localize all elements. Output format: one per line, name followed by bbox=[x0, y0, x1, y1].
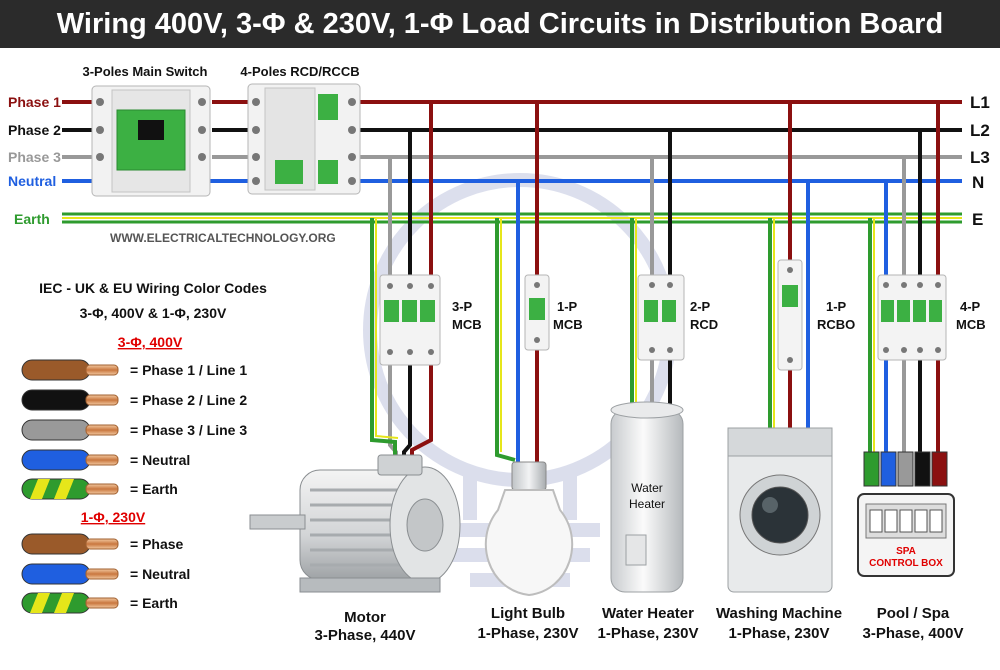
legend-cable-icon bbox=[21, 419, 119, 441]
legend-cable-icon bbox=[21, 533, 119, 555]
legend-cable-icon bbox=[21, 563, 119, 585]
legend-3ph-item: = Neutral bbox=[130, 452, 190, 468]
tag-l2: L2 bbox=[970, 121, 990, 140]
mcb-1p-label-1: 1-P bbox=[557, 299, 578, 314]
spa-control-box-icon bbox=[857, 493, 955, 577]
rcd-label: 4-Poles RCD/RCCB bbox=[240, 64, 359, 79]
motor-caption: Motor bbox=[344, 609, 386, 626]
mcb-3p-label-2: MCB bbox=[452, 317, 482, 332]
motor-subcaption: 3-Phase, 440V bbox=[315, 627, 416, 644]
rcbo-1p bbox=[777, 259, 803, 371]
washer-circuit-wires bbox=[768, 102, 810, 430]
spa-circuit-wires bbox=[868, 102, 940, 455]
spa-wire-sleeves bbox=[863, 451, 948, 487]
rcbo-1p-label-2: RCBO bbox=[817, 317, 855, 332]
legend-3ph-item: = Phase 2 / Line 2 bbox=[130, 392, 247, 408]
mcb-4p-label-1: 4-P bbox=[960, 299, 981, 314]
spa-box-tag-1: SPA bbox=[896, 546, 916, 557]
heater-caption: Water Heater bbox=[602, 605, 694, 622]
heater-circuit-wires bbox=[630, 130, 672, 410]
mcb-3p bbox=[379, 274, 441, 366]
legend-1ph-heading: 1-Φ, 230V bbox=[81, 509, 146, 525]
light-bulb-icon bbox=[484, 461, 574, 597]
bulb-subcaption: 1-Phase, 230V bbox=[478, 625, 579, 642]
bus-earth bbox=[62, 212, 962, 224]
mcb-4p bbox=[877, 274, 947, 361]
bulb-caption: Light Bulb bbox=[491, 605, 565, 622]
legend-cable-icon bbox=[21, 389, 119, 411]
tag-n: N bbox=[972, 173, 984, 192]
mcb-4p-label-2: MCB bbox=[956, 317, 986, 332]
heater-tag-2: Heater bbox=[629, 497, 665, 511]
legend-cable-icon bbox=[21, 449, 119, 471]
heater-tag-1: Water bbox=[631, 481, 663, 495]
main-rcd bbox=[247, 83, 361, 195]
legend-3ph-item: = Earth bbox=[130, 481, 178, 497]
phase1-label: Phase 1 bbox=[8, 94, 61, 110]
rcbo-1p-label-1: 1-P bbox=[826, 299, 847, 314]
rcd-2p-label-1: 2-P bbox=[690, 299, 711, 314]
motor-circuit-wires bbox=[370, 102, 433, 465]
legend-3ph-item: = Phase 1 / Line 1 bbox=[130, 362, 247, 378]
legend-3ph-heading: 3-Φ, 400V bbox=[118, 334, 183, 350]
bus-bars bbox=[360, 100, 962, 183]
phase3-label: Phase 3 bbox=[8, 149, 61, 165]
legend-cables bbox=[21, 359, 119, 614]
washer-subcaption: 1-Phase, 230V bbox=[729, 625, 830, 642]
spa-box-tag-2: CONTROL BOX bbox=[869, 558, 943, 569]
bulb-circuit-wires bbox=[495, 102, 539, 470]
earth-label: Earth bbox=[14, 211, 50, 227]
spa-subcaption: 3-Phase, 400V bbox=[863, 625, 964, 642]
washing-machine-icon bbox=[727, 427, 833, 593]
legend-title: IEC - UK & EU Wiring Color Codes bbox=[39, 280, 267, 296]
main-switch bbox=[91, 85, 211, 197]
mcb-3p-label-1: 3-P bbox=[452, 299, 473, 314]
rcd-2p-label-2: RCD bbox=[690, 317, 718, 332]
legend-1ph-item: = Earth bbox=[130, 595, 178, 611]
mcb-1p-label-2: MCB bbox=[553, 317, 583, 332]
heater-subcaption: 1-Phase, 230V bbox=[598, 625, 699, 642]
mcb-1p bbox=[524, 274, 550, 351]
legend-1ph-item: = Phase bbox=[130, 536, 184, 552]
legend-3ph-item: = Phase 3 / Line 3 bbox=[130, 422, 247, 438]
tag-l1: L1 bbox=[970, 93, 990, 112]
tag-e: E bbox=[972, 210, 983, 229]
main-switch-label: 3-Poles Main Switch bbox=[83, 64, 208, 79]
phase2-label: Phase 2 bbox=[8, 122, 61, 138]
motor-icon bbox=[249, 454, 461, 593]
rcd-2p bbox=[637, 274, 685, 361]
legend-subtitle: 3-Φ, 400V & 1-Φ, 230V bbox=[80, 305, 227, 321]
legend-1ph-item: = Neutral bbox=[130, 566, 190, 582]
legend-cable-icon bbox=[21, 359, 119, 381]
page-title: Wiring 400V, 3-Φ & 230V, 1-Φ Load Circui… bbox=[0, 0, 1000, 48]
tag-l3: L3 bbox=[970, 148, 990, 167]
website-watermark: WWW.ELECTRICALTECHNOLOGY.ORG bbox=[110, 231, 336, 245]
water-heater-icon bbox=[610, 401, 684, 593]
washer-caption: Washing Machine bbox=[716, 605, 842, 622]
neutral-label: Neutral bbox=[8, 173, 56, 189]
spa-caption: Pool / Spa bbox=[877, 605, 950, 622]
legend-cable-icon bbox=[21, 478, 119, 500]
legend-cable-icon bbox=[21, 592, 119, 614]
